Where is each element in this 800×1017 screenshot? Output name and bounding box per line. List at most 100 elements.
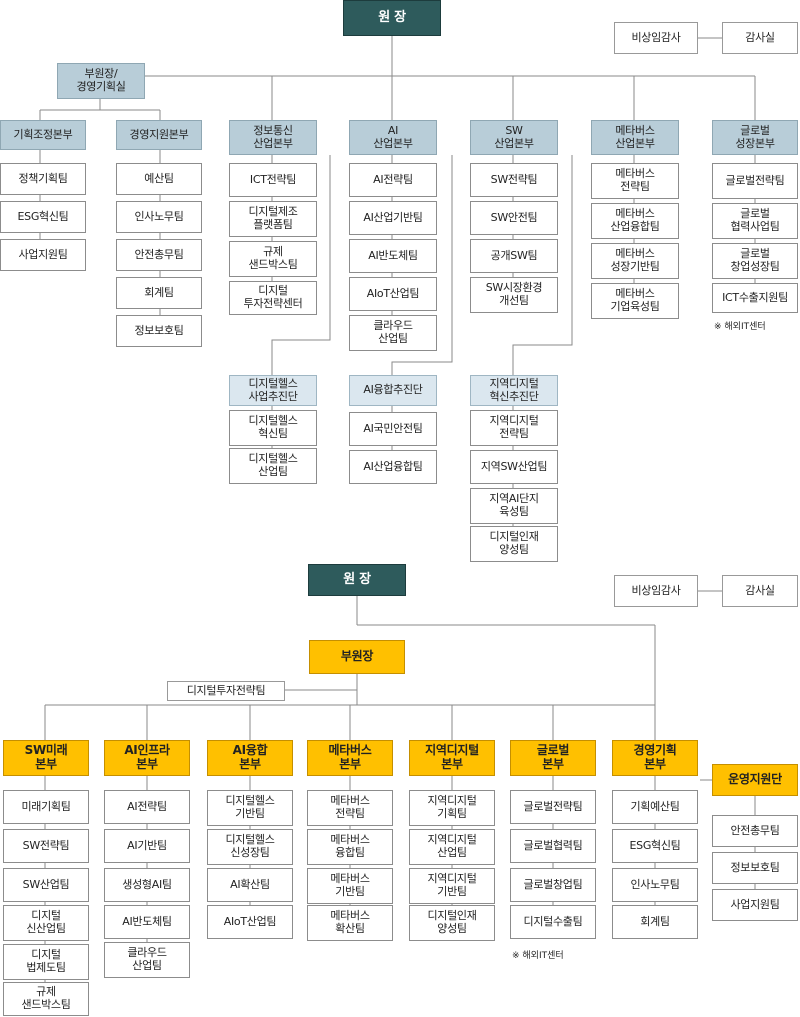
- team-box: 글로벌 창업성장팀: [712, 243, 798, 279]
- team-box: 디지털 투자전략센터: [229, 281, 317, 315]
- team-box: 규제 샌드박스팀: [3, 982, 89, 1016]
- team-box: 메타버스 확산팀: [307, 905, 393, 941]
- division-management: 경영지원본부: [116, 120, 202, 150]
- division-management-planning: 경영기획 본부: [612, 740, 698, 776]
- team-box: 지역디지털 전략팀: [470, 410, 558, 446]
- audit-office-box: 감사실: [722, 22, 798, 54]
- team-box: 메타버스 전략팀: [591, 163, 679, 199]
- division-ai: AI 산업본부: [349, 120, 437, 155]
- team-box: 글로벌협력팀: [510, 829, 596, 863]
- division-ai-infra: AI인프라 본부: [104, 740, 190, 776]
- division-sw: SW 산업본부: [470, 120, 558, 155]
- audit-office-box-2: 감사실: [722, 575, 798, 607]
- team-box: 메타버스 산업융합팀: [591, 203, 679, 239]
- deputy-box-2: 부원장: [309, 640, 405, 674]
- team-box: 인사노무팀: [612, 868, 698, 902]
- nonexec-auditor-box: 비상임감사: [614, 22, 698, 54]
- regional-digital-unit: 지역디지털 혁신추진단: [470, 375, 558, 406]
- team-box: 사업지원팀: [0, 239, 86, 271]
- team-box: AI반도체팀: [349, 239, 437, 273]
- team-box: 메타버스 기업육성팀: [591, 283, 679, 319]
- team-box: AI확산팀: [207, 868, 293, 902]
- director-box: 원 장: [343, 0, 441, 36]
- overseas-it-center-note: ※ 해외IT센터: [714, 322, 766, 332]
- digital-health-unit: 디지털헬스 사업추진단: [229, 375, 317, 406]
- division-ict: 정보통신 산업본부: [229, 120, 317, 155]
- division-sw-future: SW미래 본부: [3, 740, 89, 776]
- deputy-box: 부원장/ 경영기획실: [57, 63, 145, 99]
- team-box: 지역SW산업팀: [470, 450, 558, 484]
- team-box: AI반도체팀: [104, 905, 190, 939]
- team-box: 지역디지털 기반팀: [409, 868, 495, 904]
- team-box: 클라우드 산업팀: [104, 942, 190, 978]
- team-box: 회계팀: [612, 905, 698, 939]
- team-box: ICT수출지원팀: [712, 283, 798, 313]
- team-box: 정보보호팀: [712, 852, 798, 884]
- team-box: ICT전략팀: [229, 163, 317, 197]
- team-box: 디지털헬스 신성장팀: [207, 829, 293, 865]
- team-box: SW전략팀: [470, 163, 558, 197]
- overseas-it-center-note-2: ※ 해외IT센터: [512, 951, 564, 961]
- team-box: 디지털인재 양성팀: [470, 526, 558, 562]
- team-box: 안전총무팀: [116, 239, 202, 271]
- team-box: 공개SW팀: [470, 239, 558, 273]
- team-box: AIoT산업팀: [349, 277, 437, 311]
- team-box: AIoT산업팀: [207, 905, 293, 939]
- team-box: 디지털수출팀: [510, 905, 596, 939]
- team-box: 지역디지털 산업팀: [409, 829, 495, 865]
- team-box: 메타버스 기반팀: [307, 868, 393, 904]
- team-box: 디지털헬스 혁신팀: [229, 410, 317, 446]
- team-box: SW안전팀: [470, 201, 558, 235]
- team-box: 지역AI단지 육성팀: [470, 488, 558, 524]
- team-box: 글로벌전략팀: [510, 790, 596, 824]
- division-global-2: 글로벌 본부: [510, 740, 596, 776]
- team-box: 메타버스 성장기반팀: [591, 243, 679, 279]
- team-box: SW전략팀: [3, 829, 89, 863]
- team-box: 디지털헬스 기반팀: [207, 790, 293, 826]
- division-regional: 지역디지털 본부: [409, 740, 495, 776]
- division-planning: 기획조정본부: [0, 120, 86, 150]
- team-box: AI국민안전팀: [349, 412, 437, 446]
- team-box: 디지털헬스 산업팀: [229, 448, 317, 484]
- team-box: 클라우드 산업팀: [349, 315, 437, 351]
- team-box: 규제 샌드박스팀: [229, 241, 317, 277]
- team-box: ESG혁신팀: [612, 829, 698, 863]
- director-box-2: 원 장: [308, 564, 406, 596]
- team-box: 글로벌창업팀: [510, 868, 596, 902]
- team-box: 안전총무팀: [712, 815, 798, 847]
- team-box: SW시장환경 개선팀: [470, 277, 558, 313]
- team-box: 글로벌전략팀: [712, 163, 798, 199]
- team-box: AI산업융합팀: [349, 450, 437, 484]
- team-box: 디지털 법제도팀: [3, 944, 89, 980]
- team-box: 기획예산팀: [612, 790, 698, 824]
- team-box: AI전략팀: [104, 790, 190, 824]
- nonexec-auditor-box-2: 비상임감사: [614, 575, 698, 607]
- team-box: 사업지원팀: [712, 889, 798, 921]
- operations-support-unit: 운영지원단: [712, 764, 798, 796]
- team-box: 정보보호팀: [116, 315, 202, 347]
- division-ai-convergence: AI융합 본부: [207, 740, 293, 776]
- team-box: 미래기획팀: [3, 790, 89, 824]
- team-box: SW산업팀: [3, 868, 89, 902]
- team-box: 디지털인재 양성팀: [409, 905, 495, 941]
- team-box: 디지털 신산업팀: [3, 905, 89, 941]
- team-box: 예산팀: [116, 163, 202, 195]
- team-box: ESG혁신팀: [0, 201, 86, 233]
- team-box: 인사노무팀: [116, 201, 202, 233]
- team-box: AI산업기반팀: [349, 201, 437, 235]
- division-metaverse: 메타버스 산업본부: [591, 120, 679, 155]
- team-box: 글로벌 협력사업팀: [712, 203, 798, 239]
- team-box: 정책기획팀: [0, 163, 86, 195]
- team-box: 메타버스 융합팀: [307, 829, 393, 865]
- division-metaverse-2: 메타버스 본부: [307, 740, 393, 776]
- ai-convergence-unit: AI융합추진단: [349, 375, 437, 406]
- team-box: 메타버스 전략팀: [307, 790, 393, 826]
- team-box: 지역디지털 기획팀: [409, 790, 495, 826]
- team-box: 디지털제조 플랫폼팀: [229, 201, 317, 237]
- team-box: AI기반팀: [104, 829, 190, 863]
- team-box: AI전략팀: [349, 163, 437, 197]
- team-box: 생성형AI팀: [104, 868, 190, 902]
- team-box: 회계팀: [116, 277, 202, 309]
- division-global: 글로벌 성장본부: [712, 120, 798, 155]
- digital-investment-team: 디지털투자전략팀: [167, 681, 285, 701]
